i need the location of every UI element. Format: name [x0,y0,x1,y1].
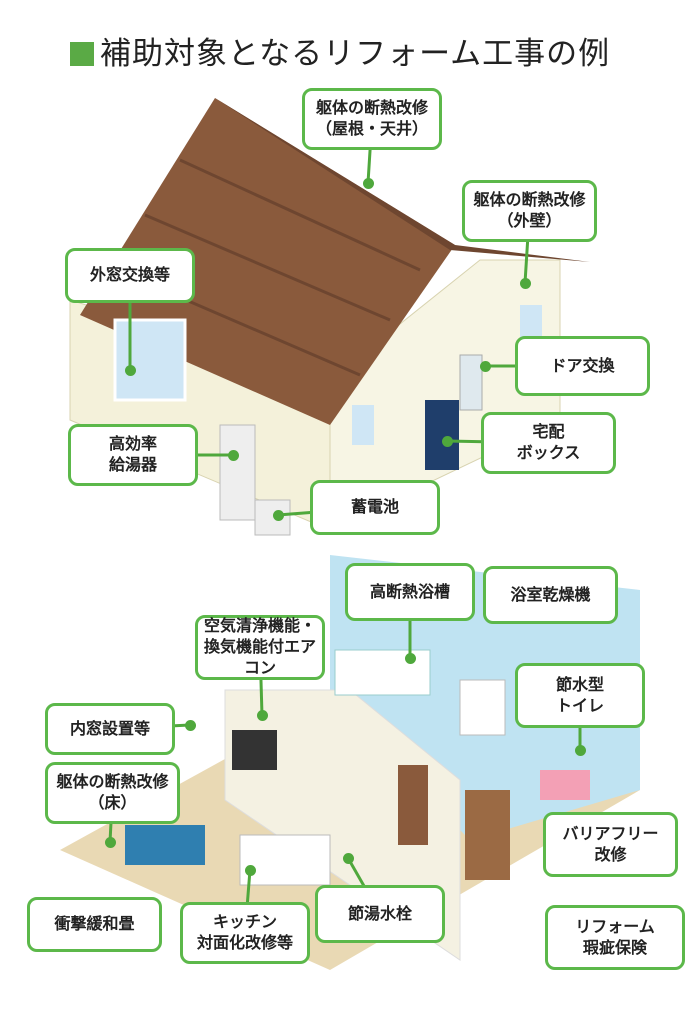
callout-text: 改修 [594,844,627,864]
callout-box: バリアフリー改修 [543,812,678,877]
callout-dot [343,853,354,864]
callout-dot [273,510,284,521]
callout-dot [480,361,491,372]
side-window [520,305,542,345]
callout-box: 衝撃緩和畳 [27,897,162,952]
callout-box: 躯体の断熱改修（床） [45,762,180,824]
callout-box: 浴室乾燥機 [483,566,618,624]
callout-box: 外窓交換等 [65,248,195,303]
callout-text: （床） [88,793,137,812]
callout-text: リフォーム [575,916,655,936]
callout-text: トイレ [555,695,604,715]
callout-text: 外窓交換等 [89,265,170,285]
callout-dot [125,365,136,376]
callout-box: 蓄電池 [310,480,440,535]
callout-dot [185,720,196,731]
callout-dot [575,745,586,756]
callout-box: 内窓設置等 [45,703,175,755]
callout-dot [363,178,374,189]
green-square-icon [70,42,94,66]
callout-dot [442,436,453,447]
callout-box: 高断熱浴槽 [345,563,475,621]
callout-text: 瑕疵保険 [582,937,647,957]
callout-text: 換気機能付エアコン [203,637,316,677]
callout-text: 蓄電池 [350,497,399,517]
callout-dot [228,450,239,461]
callout-text: 高効率 [108,434,157,454]
kitchen [239,834,331,886]
callout-box: 高効率給湯器 [68,424,198,486]
callout-dot [245,865,256,876]
callout-text: （外壁） [497,211,562,230]
delivery-box [425,400,459,470]
callout-text: 躯体の断熱改修 [315,98,428,118]
washing-machine [459,679,506,736]
wood-wall [465,790,510,880]
callout-box: ドア交換 [515,336,650,396]
callout-text: バリアフリー [562,823,659,843]
interior-door [398,765,428,845]
page-title: 補助対象となるリフォーム工事の例 [70,28,610,73]
callout-box: リフォーム瑕疵保険 [545,905,685,970]
callout-dot [520,278,531,289]
callout-box: 空気清浄機能・換気機能付エアコン [195,615,325,680]
callout-text: 給湯器 [108,455,157,474]
callout-text: 躯体の断熱改修 [56,772,169,792]
title-text: 補助対象となるリフォーム工事の例 [100,36,611,72]
callout-box: 躯体の断熱改修（外壁） [462,180,597,242]
tv [232,730,277,770]
side-window [352,405,374,445]
toilet-mat [540,770,590,800]
callout-text: 節水型 [555,674,604,694]
callout-text: 躯体の断熱改修 [473,190,586,210]
callout-text: 宅配 [532,422,565,442]
door [459,354,483,411]
callout-dot [257,710,268,721]
callout-text: 節湯水栓 [347,903,412,923]
callout-text: 浴室乾燥機 [510,584,591,604]
callout-text: ボックス [516,443,581,462]
callout-box: 節湯水栓 [315,885,445,943]
water-heater [219,424,256,521]
window [113,318,187,402]
callout-box: 宅配ボックス [481,412,616,474]
callout-text: 対面化改修等 [196,933,293,952]
callout-text: ドア交換 [550,355,615,375]
callout-text: 内窓設置等 [69,718,150,738]
battery [254,499,291,536]
callout-dot [405,653,416,664]
callout-text: （屋根・天井） [315,119,428,138]
callout-box: 節水型トイレ [515,663,645,728]
callout-box: 躯体の断熱改修（屋根・天井） [302,88,442,150]
callout-text: 空気清浄機能・ [203,616,316,636]
sofa [125,825,205,865]
callout-text: キッチン [212,912,277,932]
callout-dot [105,837,116,848]
callout-text: 高断熱浴槽 [369,581,450,601]
callout-text: 衝撃緩和畳 [54,914,135,934]
callout-box: キッチン対面化改修等 [180,902,310,964]
